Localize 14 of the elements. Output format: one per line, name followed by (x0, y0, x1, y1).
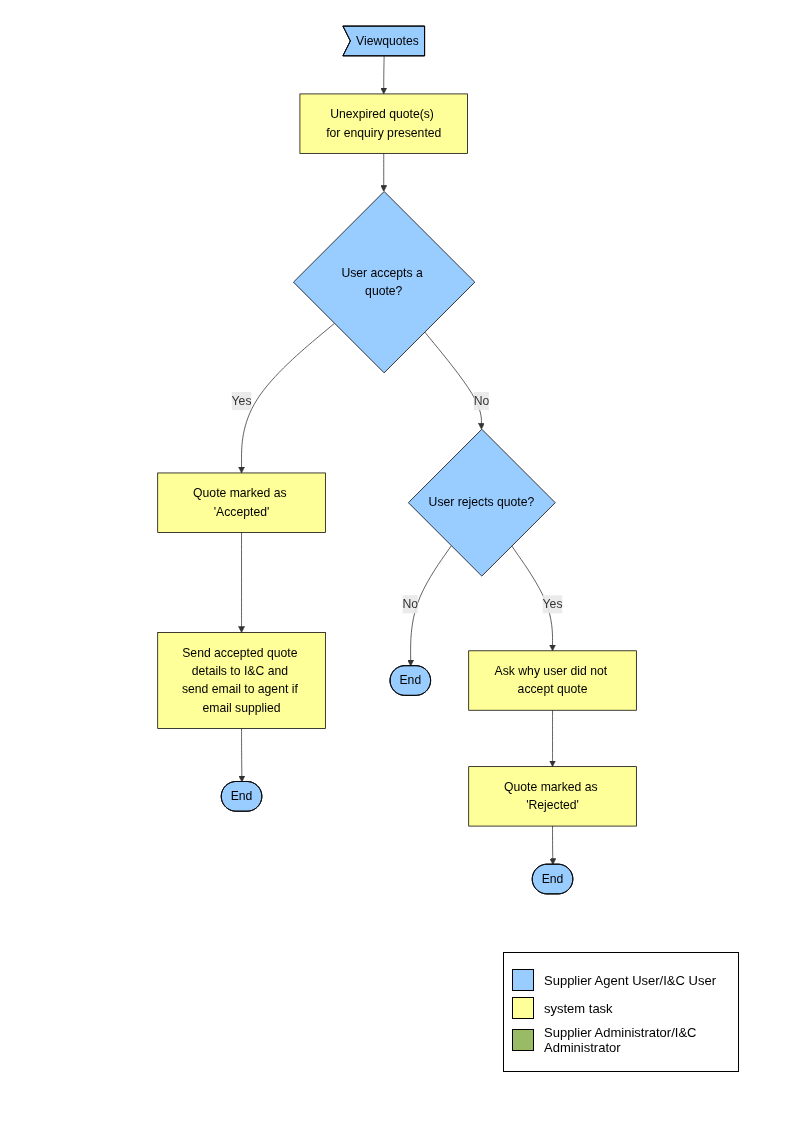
edge-label: No (473, 394, 490, 408)
edge-label: Yes (542, 597, 563, 611)
legend-label: Supplier Agent User/I&C User (544, 972, 716, 988)
node-box: Ask why user did not accept quote (468, 650, 637, 711)
node-diamond: User rejects quote? (407, 428, 556, 577)
node-box: Unexpired quote(s) for enquiry presented (299, 93, 468, 154)
edge-label: Yes (231, 394, 252, 408)
edge-label: No (402, 597, 419, 611)
legend-label: system task (544, 1000, 613, 1016)
node-box: Quote marked as 'Rejected' (468, 766, 637, 827)
legend-label: Supplier Administrator/I&C Administrator (544, 1025, 698, 1055)
node-box: Quote marked as 'Accepted' (157, 472, 326, 533)
node-box: Send accepted quote details to I&C and send email to agent if email supplied (157, 632, 326, 729)
node-diamond: User accepts a quote? (293, 191, 476, 374)
